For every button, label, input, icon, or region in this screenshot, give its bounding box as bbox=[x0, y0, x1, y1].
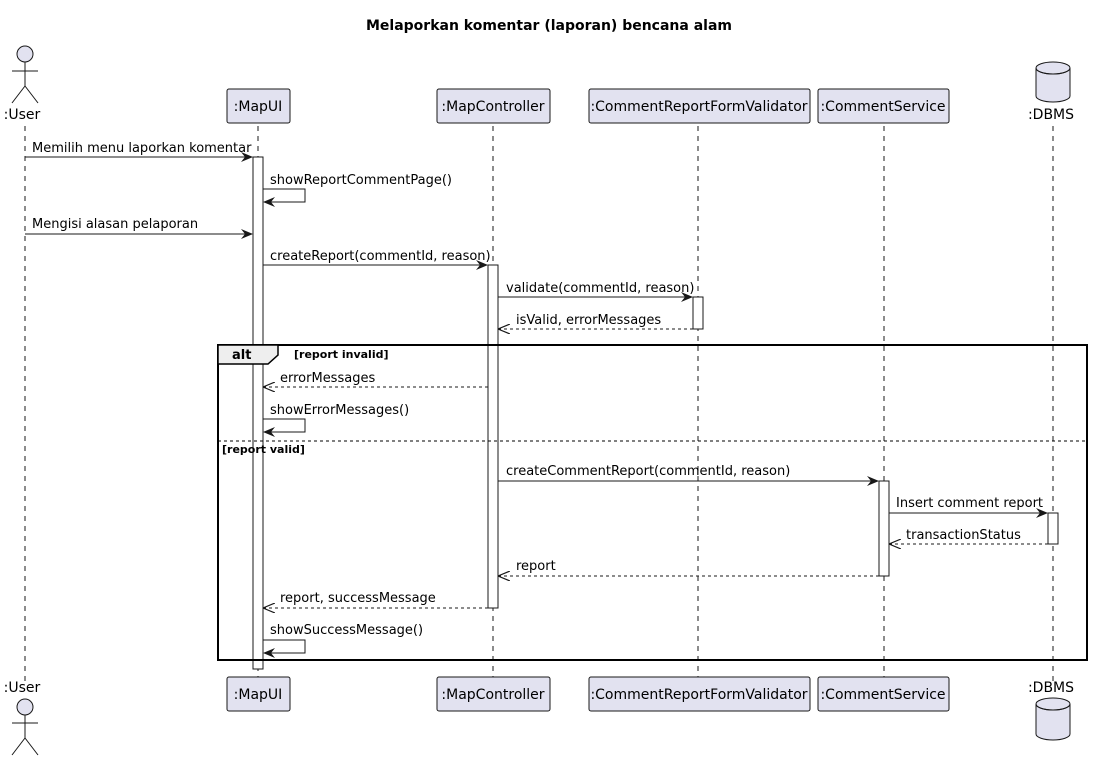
message-label: report, successMessage bbox=[280, 591, 436, 606]
participant-user-label: :User bbox=[4, 107, 41, 123]
activation-commentservice bbox=[878, 480, 890, 577]
message-label: validate(commentId, reason) bbox=[506, 281, 694, 296]
message-label: showReportCommentPage() bbox=[270, 173, 452, 188]
message-label: showErrorMessages() bbox=[270, 403, 409, 418]
dbms-database-icon-bottom bbox=[1035, 697, 1071, 741]
participant-user-label-bottom: :User bbox=[4, 680, 41, 696]
participant-validator-label-bottom: :CommentReportFormValidator bbox=[590, 687, 807, 703]
participant-commentservice-box bbox=[817, 88, 950, 124]
message-arrow bbox=[263, 639, 306, 658]
activation-mapui bbox=[252, 156, 264, 670]
participant-validator-box-bottom bbox=[588, 676, 811, 712]
messages: Memilih menu laporkan komentar showRepor… bbox=[25, 141, 1048, 658]
message-label: report bbox=[516, 559, 556, 574]
participants-top: :User :MapUI :MapController :CommentRepo… bbox=[4, 45, 1074, 124]
participant-commentservice-label: :CommentService bbox=[820, 99, 945, 115]
lifelines bbox=[24, 126, 1054, 684]
participant-mapcontroller-box-bottom bbox=[436, 676, 551, 712]
alt-guard-invalid: [report invalid] bbox=[294, 348, 389, 361]
message-label: isValid, errorMessages bbox=[516, 313, 661, 328]
participants-bottom: :User :MapUI :MapController :CommentRepo… bbox=[4, 676, 1074, 756]
participant-mapui-label: :MapUI bbox=[234, 99, 283, 115]
message-label: Mengisi alasan pelaporan bbox=[32, 217, 198, 232]
user-actor-icon-bottom bbox=[11, 698, 39, 756]
participant-dbms-label: :DBMS bbox=[1028, 107, 1074, 123]
activation-mapcontroller bbox=[487, 264, 499, 609]
message-label: createReport(commentId, reason) bbox=[270, 249, 491, 264]
participant-mapui-box-bottom bbox=[226, 676, 291, 712]
participant-mapui-label-bottom: :MapUI bbox=[234, 687, 283, 703]
participant-commentservice-label-bottom: :CommentService bbox=[820, 687, 945, 703]
alt-tab bbox=[217, 344, 279, 365]
activation-dbms bbox=[1047, 512, 1059, 545]
participant-mapcontroller-box bbox=[436, 88, 551, 124]
participant-commentservice-box-bottom bbox=[817, 676, 950, 712]
message-label: errorMessages bbox=[280, 371, 375, 386]
alt-guard-valid: [report valid] bbox=[222, 443, 305, 456]
message-label: Memilih menu laporkan komentar bbox=[32, 141, 252, 156]
message-arrow bbox=[263, 418, 306, 437]
participant-dbms-label-bottom: :DBMS bbox=[1028, 680, 1074, 696]
user-actor-icon bbox=[11, 45, 39, 104]
participant-validator-label: :CommentReportFormValidator bbox=[590, 99, 807, 115]
participant-validator-box bbox=[588, 88, 811, 124]
alt-fragment: alt [report invalid] [report valid] bbox=[217, 344, 1088, 661]
activation-validator bbox=[692, 296, 704, 330]
participant-mapcontroller-label: :MapController bbox=[441, 99, 544, 115]
alt-frame bbox=[217, 344, 1088, 661]
message-arrow bbox=[263, 188, 306, 207]
participant-mapui-box bbox=[226, 88, 291, 124]
diagram-title: Melaporkan komentar (laporan) bencana al… bbox=[366, 18, 732, 34]
message-label: createCommentReport(commentId, reason) bbox=[506, 464, 790, 479]
activations bbox=[252, 156, 1059, 670]
dbms-database-icon bbox=[1035, 61, 1071, 103]
message-label: Insert comment report bbox=[896, 496, 1043, 511]
participant-mapcontroller-label-bottom: :MapController bbox=[441, 687, 544, 703]
message-label: showSuccessMessage() bbox=[270, 623, 423, 638]
message-label: transactionStatus bbox=[906, 528, 1021, 543]
alt-keyword: alt bbox=[232, 348, 251, 363]
